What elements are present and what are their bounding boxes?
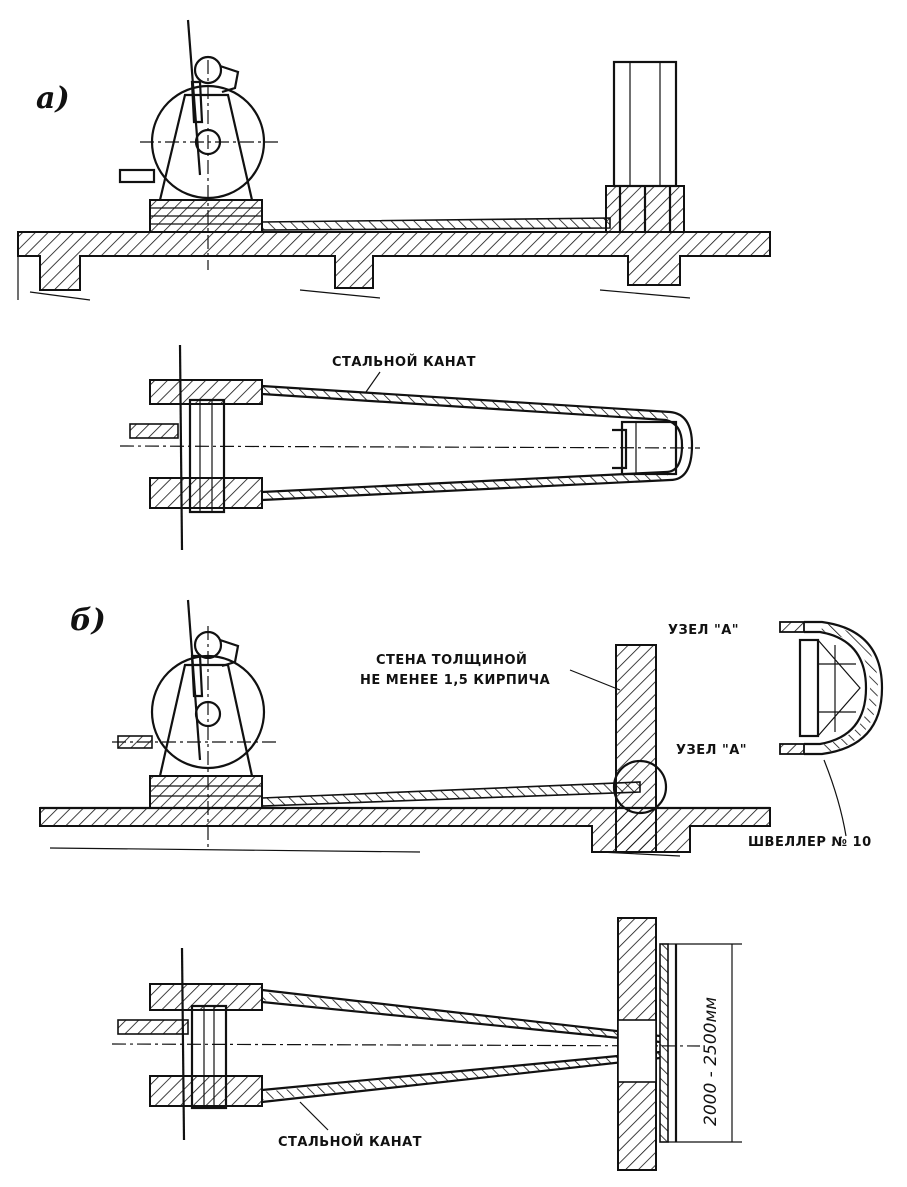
floor-slab-a <box>17 231 771 301</box>
steel-rope-label-top: СТАЛЬНОЙ КАНАТ <box>332 354 476 370</box>
wall-label-line1: СТЕНА ТОЛЩИНОЙ <box>376 652 527 668</box>
steel-rope-a <box>261 217 611 231</box>
steel-rope-b <box>261 781 641 807</box>
dimension-label: 2000 - 2500мм <box>701 997 721 1126</box>
dimension-line: 2000 - 2500мм <box>668 943 742 1143</box>
winch-plan-a <box>119 344 701 551</box>
section-b-elevation: б) СТЕНА ТОЛЩИНОЙ НЕ МЕНЕЕ 1,5 КИРПИЧА <box>39 599 884 857</box>
floor-slab-b <box>39 806 771 857</box>
brick-wall <box>612 644 668 853</box>
steel-rope-label-bottom: СТАЛЬНОЙ КАНАТ <box>278 1134 422 1150</box>
wall-plan <box>617 917 678 1171</box>
section-a-plan: СТАЛЬНОЙ КАНАТ <box>119 344 701 551</box>
part-a-label: a) <box>36 81 70 116</box>
section-b-plan: СТАЛЬНОЙ КАНАТ 2000 - 2500мм <box>111 917 742 1171</box>
winch-plan-b <box>111 947 701 1141</box>
winch-a <box>118 19 278 270</box>
section-a-elevation: a) <box>17 19 771 301</box>
column-plan-a <box>612 420 678 476</box>
column-a <box>605 60 685 233</box>
node-a-detail: УЗЕЛ "А" УЗЕЛ "А" <box>668 620 884 758</box>
node-a-label-top: УЗЕЛ "А" <box>668 623 739 638</box>
channel-label: ШВЕЛЛЕР № 10 <box>748 835 872 850</box>
node-a-label-mid: УЗЕЛ "А" <box>676 743 747 758</box>
wall-label-line2: НЕ МЕНЕЕ 1,5 КИРПИЧА <box>360 673 550 688</box>
part-b-label: б) <box>70 603 106 638</box>
winch-b <box>112 599 280 850</box>
